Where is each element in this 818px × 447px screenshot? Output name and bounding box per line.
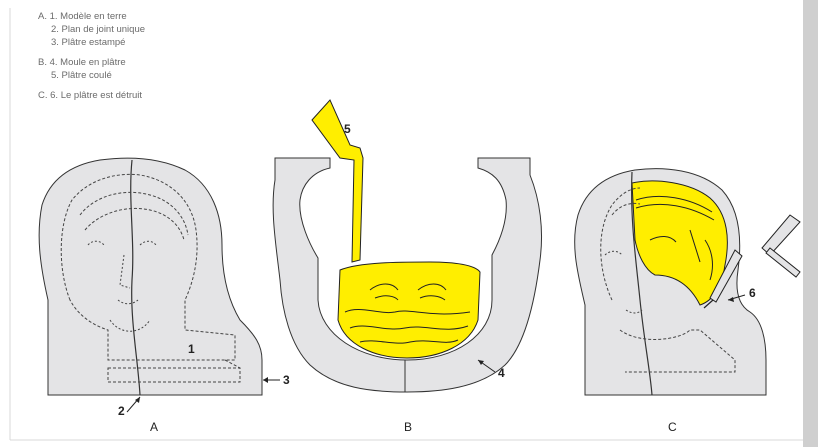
page-edge bbox=[803, 0, 818, 447]
legend-b-title: B. 4. Moule en plâtre bbox=[38, 56, 145, 69]
legend-c-title: C. 6. Le plâtre est détruit bbox=[38, 89, 145, 102]
figure-label-b: B bbox=[404, 420, 412, 434]
callout-4: 4 bbox=[498, 366, 505, 380]
figure-label-a: A bbox=[150, 420, 158, 434]
callout-2: 2 bbox=[118, 404, 125, 418]
callout-3: 3 bbox=[283, 373, 290, 387]
legend-a-2: 2. Plan de joint unique bbox=[38, 23, 145, 36]
callout-6: 6 bbox=[749, 286, 756, 300]
callout-5: 5 bbox=[344, 122, 351, 136]
legend: A. 1. Modèle en terre 2. Plan de joint u… bbox=[38, 10, 145, 102]
legend-a-title: A. 1. Modèle en terre bbox=[38, 10, 145, 23]
figure-a-head bbox=[39, 158, 280, 412]
figure-b-mould bbox=[273, 100, 541, 392]
legend-b-5: 5. Plâtre coulé bbox=[38, 69, 145, 82]
figure-c-head bbox=[575, 169, 800, 395]
figure-label-c: C bbox=[668, 420, 677, 434]
legend-a-3: 3. Plâtre estampé bbox=[38, 36, 145, 49]
callout-1: 1 bbox=[188, 342, 195, 356]
